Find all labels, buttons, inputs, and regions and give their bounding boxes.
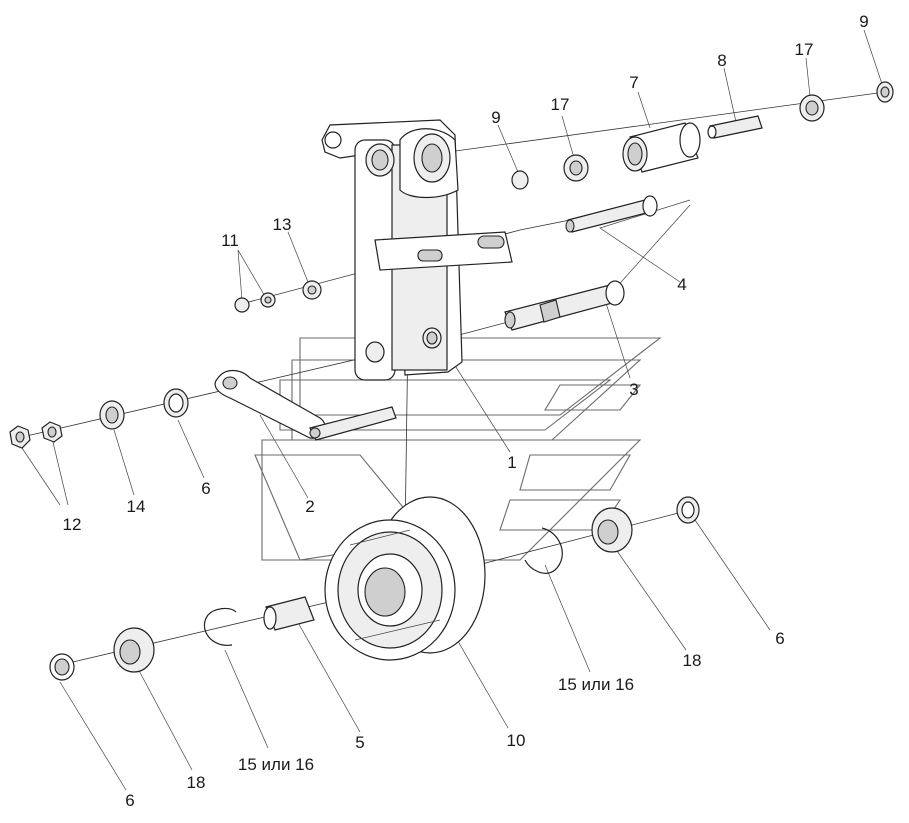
lower-right-parts — [524, 496, 700, 574]
callout-3: 3 — [629, 380, 638, 399]
callout-18-left: 18 — [187, 773, 206, 792]
leader-lines — [19, 29, 883, 791]
callout-5: 5 — [355, 733, 364, 752]
lever-arm — [214, 369, 397, 441]
bracket-assembly — [321, 119, 513, 381]
callout-13: 13 — [273, 215, 292, 234]
callout-12: 12 — [63, 515, 82, 534]
callout-6-bottom: 6 — [125, 791, 134, 810]
top-shaft-parts — [511, 81, 894, 190]
callout-4: 4 — [677, 275, 686, 294]
callout-9-top: 9 — [859, 12, 868, 31]
callout-9-middle: 9 — [491, 108, 500, 127]
callout-17-middle: 17 — [551, 95, 570, 114]
callout-18-right: 18 — [683, 651, 702, 670]
callout-14: 14 — [127, 497, 146, 516]
lower-left-parts — [49, 596, 315, 681]
callout-7: 7 — [629, 73, 638, 92]
callout-15-or-16-left: 15 или 16 — [238, 755, 314, 774]
pulley-wheel — [324, 496, 486, 661]
callout-labels: 1 2 3 4 5 6 6 6 7 8 9 9 10 11 12 13 14 1… — [63, 12, 869, 810]
callout-15-or-16-right: 15 или 16 — [558, 675, 634, 694]
callout-6-left: 6 — [201, 479, 210, 498]
axle-shaft — [504, 280, 625, 331]
callout-17-top: 17 — [795, 40, 814, 59]
left-fasteners — [9, 388, 189, 449]
callout-10: 10 — [507, 731, 526, 750]
callout-2: 2 — [305, 497, 314, 516]
pin-long — [565, 195, 658, 233]
upper-fasteners — [234, 280, 322, 313]
callout-11: 11 — [221, 231, 239, 250]
callout-1: 1 — [507, 453, 516, 472]
callout-8: 8 — [717, 51, 726, 70]
callout-6-right: 6 — [775, 629, 784, 648]
